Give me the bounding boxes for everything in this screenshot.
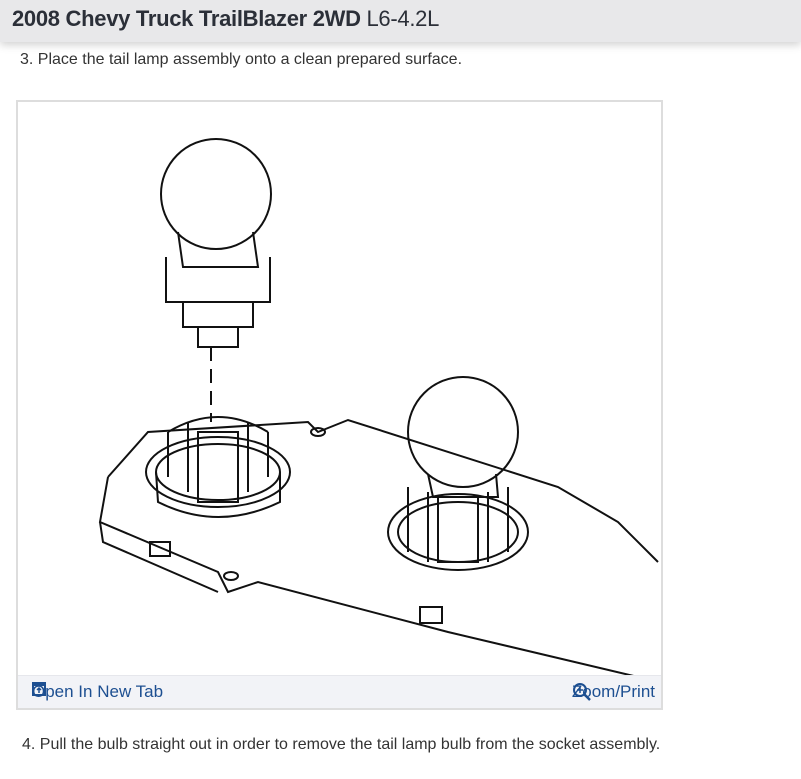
figure-footer: Open In New Tab Zoom/Print bbox=[18, 675, 661, 708]
open-in-new-tab-link[interactable]: Open In New Tab bbox=[32, 682, 163, 702]
open-in-new-tab-icon bbox=[32, 682, 46, 696]
page-title: 2008 Chevy Truck TrailBlazer 2WD L6-4.2L bbox=[12, 6, 439, 32]
tail-lamp-bulb-illustration[interactable] bbox=[18, 102, 661, 676]
vehicle-name: 2008 Chevy Truck TrailBlazer 2WD bbox=[12, 6, 361, 31]
open-in-new-tab-label: Open In New Tab bbox=[32, 682, 164, 701]
figure-container: Open In New Tab Zoom/Print bbox=[16, 100, 663, 710]
engine-spec: L6-4.2L bbox=[366, 6, 440, 31]
step-4-text: 4. Pull the bulb straight out in order t… bbox=[22, 736, 661, 753]
step-3-text: 3. Place the tail lamp assembly onto a c… bbox=[20, 51, 463, 68]
page-header: 2008 Chevy Truck TrailBlazer 2WD L6-4.2L bbox=[0, 0, 801, 42]
zoom-print-label: Zoom/Print bbox=[571, 682, 655, 701]
zoom-in-icon bbox=[572, 683, 591, 701]
zoom-print-link[interactable]: Zoom/Print bbox=[572, 682, 655, 702]
